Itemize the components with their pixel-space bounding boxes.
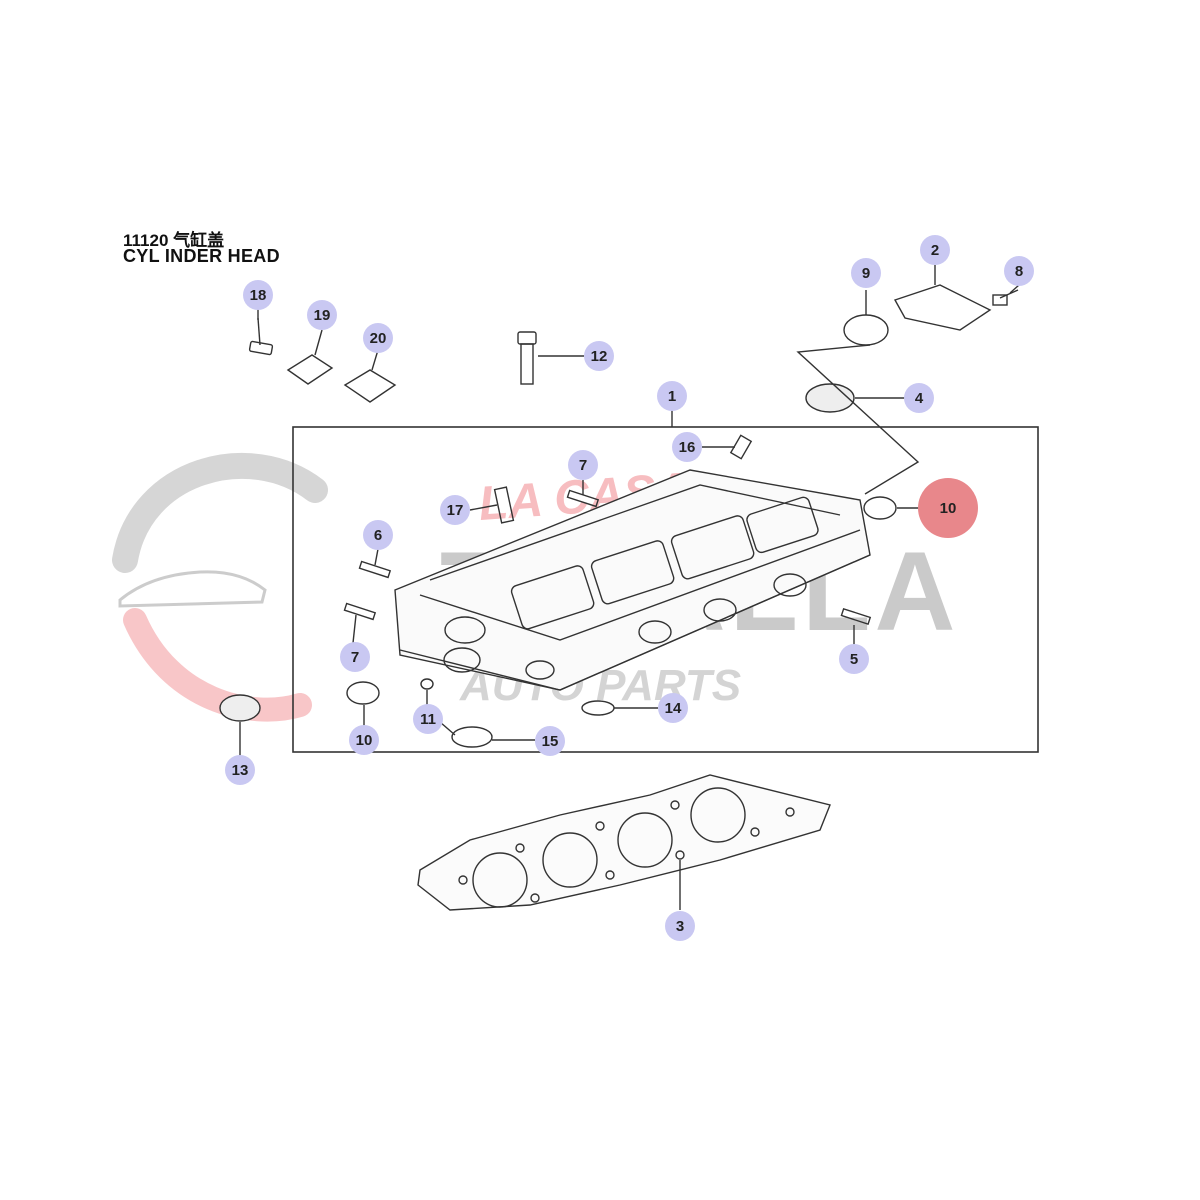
callout-label: 5 (850, 651, 858, 668)
callout-label: 20 (370, 330, 387, 347)
callout-bubble (568, 450, 598, 480)
leader-lines (239, 265, 1020, 910)
part-7-key-top (566, 489, 600, 508)
callout-label: 14 (665, 700, 682, 717)
diagram-code-title: 11120 气缸盖 (123, 231, 225, 250)
callout-20: 20 (363, 323, 393, 353)
callout-bubble (904, 383, 934, 413)
callout-bubble (440, 495, 470, 525)
callout-label: 10 (940, 500, 957, 517)
callout-label: 4 (915, 390, 924, 407)
small-parts (219, 284, 1019, 748)
callout-14: 14 (658, 693, 688, 723)
callout-1: 1 (657, 381, 687, 411)
part-11-plug (420, 678, 434, 690)
callout-2: 2 (920, 235, 950, 265)
callout-bubble (349, 725, 379, 755)
callout-label: 9 (862, 265, 870, 282)
callout-label: 18 (250, 287, 267, 304)
callout-8: 8 (1004, 256, 1034, 286)
callout-19: 19 (307, 300, 337, 330)
assembly-frame (292, 426, 1039, 753)
callout-16: 16 (672, 432, 702, 462)
callout-bubble (363, 323, 393, 353)
part-6-key (358, 560, 392, 579)
part-4-seal (805, 383, 855, 413)
part-9-oring (843, 314, 889, 346)
part-8-bolt (992, 289, 1019, 306)
part-2-housing (893, 284, 992, 331)
part-18-bolt (248, 317, 274, 356)
callout-bubble (1004, 256, 1034, 286)
callout-bubble (918, 478, 978, 538)
callout-18: 18 (243, 280, 273, 310)
callout-7a: 7 (568, 450, 598, 480)
callout-label: 6 (374, 527, 382, 544)
callout-label: 7 (579, 457, 587, 474)
callout-bubble (658, 693, 688, 723)
callout-10a: 10 (918, 478, 978, 538)
callout-label: 12 (591, 348, 608, 365)
callout-label: 8 (1015, 263, 1023, 280)
callout-15: 15 (535, 726, 565, 756)
callout-bubble (340, 642, 370, 672)
callout-17: 17 (440, 495, 470, 525)
callout-label: 13 (232, 762, 249, 779)
part-10-plug-bottom (346, 681, 380, 705)
part-5-key (840, 607, 872, 626)
callout-7b: 7 (340, 642, 370, 672)
callout-bubble (535, 726, 565, 756)
callout-label: 10 (356, 732, 373, 749)
callout-12: 12 (584, 341, 614, 371)
callout-bubble (672, 432, 702, 462)
callout-label: 11 (420, 711, 436, 728)
callout-label: 1 (668, 388, 676, 405)
callout-label: 16 (679, 439, 696, 456)
callout-label: 7 (351, 649, 359, 666)
callout-bubble (243, 280, 273, 310)
callout-bubble (665, 911, 695, 941)
part-20-gasket (343, 369, 397, 403)
callout-bubble (413, 704, 443, 734)
part-17-dowel (493, 486, 515, 524)
callout-10b: 10 (349, 725, 379, 755)
watermark-swoosh-gray (112, 453, 328, 573)
callout-11: 11 (413, 704, 443, 734)
part-15-ring (451, 726, 493, 748)
cylinder-head (394, 469, 871, 691)
callout-5: 5 (839, 644, 869, 674)
callout-label: 15 (542, 733, 559, 750)
callout-label: 19 (314, 307, 331, 324)
callout-label: 2 (931, 242, 939, 259)
part-12-bolt (517, 331, 537, 385)
callout-bubble (839, 644, 869, 674)
head-gasket (417, 774, 831, 911)
part-10-plug-top (863, 496, 897, 520)
callout-label: 3 (676, 918, 684, 935)
callout-bubble (851, 258, 881, 288)
part-7-key-left (343, 602, 377, 621)
part-19-plate (286, 354, 334, 385)
callout-9: 9 (851, 258, 881, 288)
watermark-car-icon (118, 570, 267, 608)
callout-bubble (584, 341, 614, 371)
callout-bubble (657, 381, 687, 411)
part-16-pin (729, 434, 753, 460)
callout-label: 17 (447, 502, 464, 519)
callout-bubble (307, 300, 337, 330)
callout-bubble (225, 755, 255, 785)
callout-bubble (920, 235, 950, 265)
callout-4: 4 (904, 383, 934, 413)
callout-13: 13 (225, 755, 255, 785)
watermark-swoosh-red (123, 608, 312, 722)
callout-bubble (363, 520, 393, 550)
callout-6: 6 (363, 520, 393, 550)
diagram-name-title: CYL INDER HEAD (123, 246, 280, 266)
callout-3: 3 (665, 911, 695, 941)
part-13-seal (219, 694, 261, 722)
